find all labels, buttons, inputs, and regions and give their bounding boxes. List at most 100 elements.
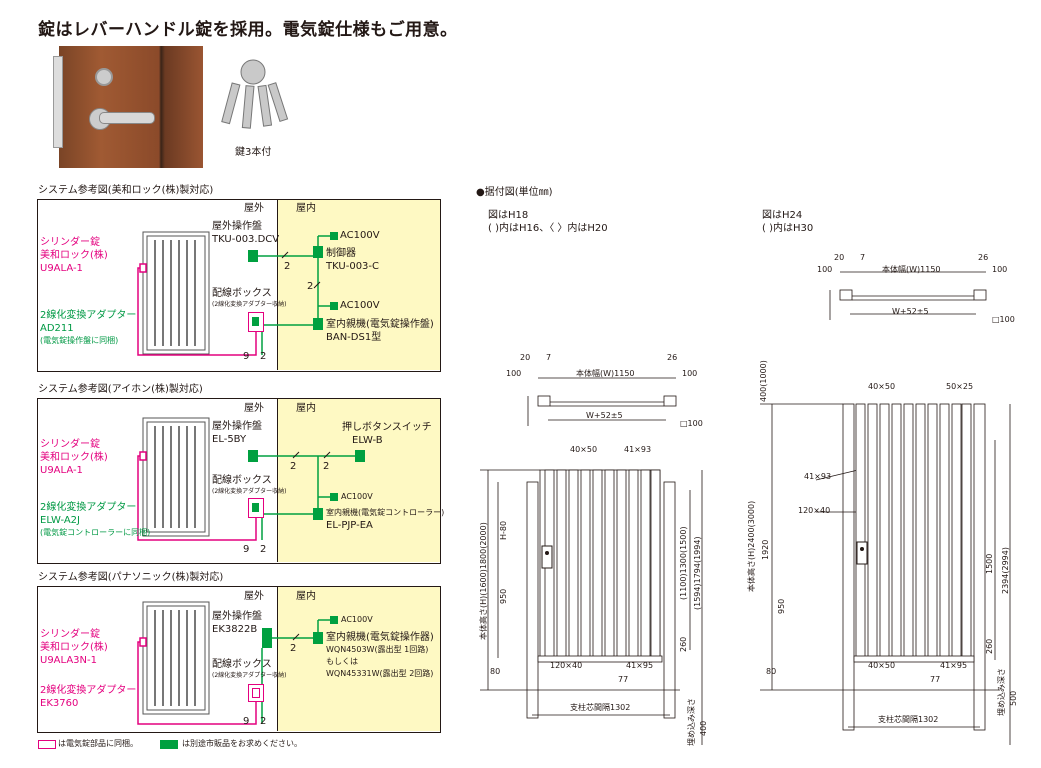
outdoor-label: 屋外 bbox=[244, 203, 264, 214]
dim-label: 80 bbox=[490, 667, 501, 676]
ac-plug bbox=[330, 493, 338, 501]
indoor-unit-model: WQN4503W(露出型 1回路) bbox=[326, 645, 429, 654]
dim-label: 120×40 bbox=[550, 661, 583, 670]
dim-label: H-80 bbox=[499, 520, 508, 540]
dim-label: 40×50 bbox=[868, 382, 896, 391]
outdoor-panel-box bbox=[262, 628, 272, 648]
wire-count: 2 bbox=[260, 544, 267, 555]
dim-label: 950 bbox=[777, 598, 786, 614]
dim-label: 26 bbox=[978, 253, 989, 262]
h18-note1: 図はH18 bbox=[488, 210, 529, 221]
cylinder-model: U9ALA-1 bbox=[40, 263, 83, 274]
adapter-label: 2線化変換アダプター bbox=[40, 502, 137, 513]
outdoor-label: 屋外 bbox=[244, 591, 264, 602]
dim-label: 950 bbox=[499, 588, 508, 604]
dim-label: 260 bbox=[985, 638, 994, 654]
dim-label: (1100)1300(1500) bbox=[679, 526, 688, 600]
system2-title: システム参考図(アイホン(株)製対応) bbox=[38, 384, 203, 395]
indoor-unit-label: 室内親機(電気錠操作器) bbox=[326, 632, 434, 643]
outdoor-panel-label: 屋外操作盤 bbox=[212, 221, 262, 232]
indoor-unit-box bbox=[313, 632, 323, 644]
wire-count: 9 bbox=[243, 716, 250, 727]
legend-pink-swatch bbox=[38, 740, 56, 749]
system1-panel bbox=[37, 199, 441, 372]
wire-count: 2 bbox=[290, 643, 297, 654]
system3-title: システム参考図(パナソニック(株)製対応) bbox=[38, 572, 224, 583]
wire-count: 2 bbox=[260, 351, 267, 362]
wire-count: 9 bbox=[243, 544, 250, 555]
width-label: 本体幅(W)1150 bbox=[882, 265, 941, 274]
h18-note2: ( )内はH16、〈 〉内はH20 bbox=[488, 223, 608, 234]
install-title: ●据付図(単位㎜) bbox=[476, 187, 553, 198]
dim-label: 26 bbox=[667, 353, 678, 362]
adapter-model: ELW-A2J bbox=[40, 515, 80, 526]
legend-green-swatch bbox=[160, 740, 178, 749]
width-label: 本体幅(W)1150 bbox=[576, 369, 635, 378]
adapter-note: (電気錠操作盤に同梱) bbox=[40, 336, 119, 345]
height-label: 本体高さ(H)(1600)1800(2000) bbox=[479, 522, 488, 640]
cylinder-maker: 美和ロック(株) bbox=[40, 642, 108, 653]
ac-plug bbox=[330, 232, 338, 240]
dim-label: 400(1000) bbox=[759, 360, 768, 402]
outdoor-panel-box bbox=[248, 250, 258, 262]
key-caption: 鍵3本付 bbox=[235, 147, 272, 158]
dim-label: 100 bbox=[682, 369, 698, 378]
indoor-label: 屋内 bbox=[296, 403, 316, 414]
ac-label: AC100V bbox=[341, 492, 373, 501]
adapter-box bbox=[252, 317, 259, 326]
outdoor-panel-model: EK3822B bbox=[212, 624, 258, 635]
w52-label: W+52±5 bbox=[586, 411, 623, 420]
indoor-unit-label: 室内親機(電気錠操作盤) bbox=[326, 319, 434, 330]
embed-label: 埋め込み深さ bbox=[997, 668, 1006, 716]
outdoor-panel-model: EL-5BY bbox=[212, 434, 247, 445]
dim-label: 7 bbox=[860, 253, 866, 262]
dim-label: 120×40 bbox=[798, 506, 831, 515]
wiring-box-note: (2線化変換アダプター収納) bbox=[212, 672, 287, 679]
dim-label: 41×95 bbox=[626, 661, 654, 670]
ac-label: AC100V bbox=[340, 230, 380, 241]
dim-label: 1920 bbox=[761, 539, 770, 560]
ac-plug bbox=[330, 616, 338, 624]
dim-label: 20 bbox=[520, 353, 531, 362]
controller-label: 制御器 bbox=[326, 248, 356, 259]
indoor-unit-model2: WQN45331W(露出型 2回路) bbox=[326, 669, 434, 678]
dim-label: 400 bbox=[699, 720, 708, 736]
wire-count: 2 bbox=[323, 461, 330, 472]
outdoor-panel-label: 屋外操作盤 bbox=[212, 611, 262, 622]
outdoor-panel-box bbox=[248, 450, 258, 462]
cylinder-label: シリンダー錠 bbox=[40, 237, 100, 248]
indoor-unit-label: 室内親機(電気錠コントローラー) bbox=[326, 508, 445, 517]
switch-model: ELW-B bbox=[352, 435, 383, 446]
dim-label: 77 bbox=[618, 675, 629, 684]
wire-count: 2 bbox=[284, 261, 291, 272]
adapter-note: (電気錠コントローラーに同梱) bbox=[40, 528, 151, 537]
system1-title: システム参考図(美和ロック(株)製対応) bbox=[38, 185, 214, 196]
wiring-box-note: (2線化変換アダプター収納) bbox=[212, 301, 287, 308]
wire-count: 2 bbox=[307, 281, 314, 292]
span-label: 支柱芯間隔1302 bbox=[570, 703, 631, 712]
wire-count: 2 bbox=[260, 716, 267, 727]
dim-label: 80 bbox=[766, 667, 777, 676]
cylinder-maker: 美和ロック(株) bbox=[40, 250, 108, 261]
adapter-model: EK3760 bbox=[40, 698, 79, 709]
dim-label: 41×93 bbox=[804, 472, 832, 481]
wiring-box-note: (2線化変換アダプター収納) bbox=[212, 488, 287, 495]
dim-label: 100 bbox=[992, 265, 1008, 274]
ac-label: AC100V bbox=[341, 615, 373, 624]
adapter-label: 2線化変換アダプター bbox=[40, 310, 137, 321]
outdoor-panel-label: 屋外操作盤 bbox=[212, 421, 262, 432]
adapter-box bbox=[252, 503, 259, 512]
indoor-unit-model: EL-PJP-EA bbox=[326, 520, 373, 531]
indoor-label: 屋内 bbox=[296, 591, 316, 602]
page-title: 錠はレバーハンドル錠を採用。電気錠仕様もご用意。 bbox=[38, 20, 458, 40]
h24-note1: 図はH24 bbox=[762, 210, 803, 221]
h24-note2: ( )内はH30 bbox=[762, 223, 814, 234]
dim-label: 40×50 bbox=[868, 661, 896, 670]
dim-label: 20 bbox=[834, 253, 845, 262]
dim-label: 260 bbox=[679, 636, 688, 652]
wire-count: 9 bbox=[243, 351, 250, 362]
span-label: 支柱芯間隔1302 bbox=[878, 715, 939, 724]
dim-label: 1500 bbox=[985, 553, 994, 574]
post-label: □100 bbox=[992, 315, 1015, 324]
wiring-box-label: 配線ボックス bbox=[212, 288, 272, 299]
